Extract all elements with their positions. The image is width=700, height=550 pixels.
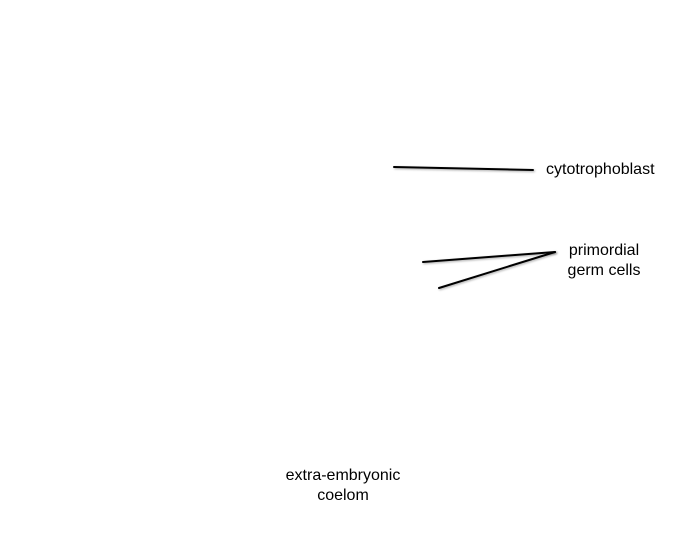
cytotrophoblast-leader-line — [393, 166, 534, 171]
primordial-germ-cells-leader-line-lower — [438, 251, 556, 289]
extra-embryonic-coelom-label-line-1: extra-embryonic — [285, 467, 401, 484]
cytotrophoblast-label: cytotrophoblast — [546, 160, 655, 180]
cytotrophoblast-label-text: cytotrophoblast — [546, 161, 655, 178]
primordial-germ-cells-label-line-1: primordial — [568, 242, 640, 259]
primordial-germ-cells-leader-line-upper — [422, 251, 556, 263]
extra-embryonic-coelom-label-line-2: coelom — [317, 487, 369, 504]
extra-embryonic-coelom-label: extra-embryonic coelom — [268, 466, 418, 506]
primordial-germ-cells-label: primordial germ cells — [560, 241, 648, 281]
primordial-germ-cells-label-line-2: germ cells — [567, 262, 641, 279]
